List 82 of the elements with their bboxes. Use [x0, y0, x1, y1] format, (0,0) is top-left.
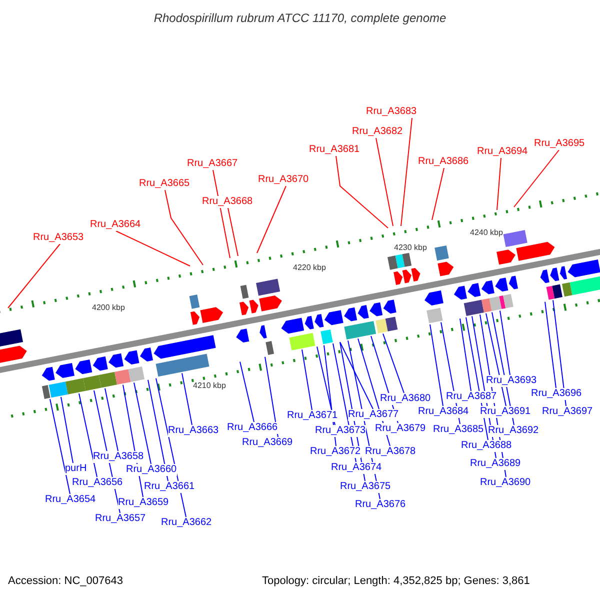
gene-label: Rru_A3657	[95, 513, 146, 525]
gene-label: Rru_A3682	[352, 126, 403, 138]
gene-label: Rru_A3656	[72, 477, 123, 489]
leader-line	[430, 324, 444, 406]
leader-line	[400, 118, 412, 226]
gene-label: Rru_A3659	[118, 497, 169, 509]
gene-label: Rru_A3654	[45, 494, 96, 506]
leader-line	[104, 388, 118, 452]
leader-line	[432, 168, 444, 220]
leader-line	[182, 372, 192, 426]
scale-label: 4210 kbp	[193, 381, 226, 391]
gene-label: Rru_A3681	[309, 144, 360, 156]
leader-line	[50, 398, 70, 494]
leader-line	[148, 379, 168, 482]
gene-label: Rru_A3668	[202, 196, 253, 208]
leader-line	[212, 170, 230, 258]
gene-label: Rru_A3685	[433, 424, 484, 436]
leader-line	[552, 300, 566, 406]
gene-label: Rru_A3661	[144, 481, 195, 493]
gene-label: Rru_A3694	[477, 146, 528, 158]
gene-label: Rru_A3662	[161, 517, 212, 529]
gene-label: Rru_A3665	[139, 178, 190, 190]
leader-line	[78, 392, 98, 478]
footer-text: Accession: NC_007643	[8, 575, 123, 587]
title: Rhodospirillum rubrum ATCC 11170, complete genome	[152, 11, 448, 25]
gene-label: Rru_A3667	[187, 158, 238, 170]
gene-label: Rru_A3672	[310, 446, 361, 458]
leader-line	[60, 396, 74, 464]
leader-line	[228, 208, 238, 256]
gene-label: Rru_A3696	[531, 388, 582, 400]
gene-label: Rru_A3676	[355, 499, 406, 511]
gene-label: Rru_A3666	[227, 422, 278, 434]
leader-line	[116, 230, 190, 266]
gene-label: Rru_A3692	[488, 425, 539, 437]
leader-line	[340, 342, 374, 410]
leader-line	[382, 333, 404, 394]
leader-line	[336, 156, 388, 228]
gene-label: Rru_A3678	[365, 446, 416, 458]
gene-label: Rru_A3670	[258, 174, 309, 186]
leader-line	[500, 310, 510, 376]
scale-label: 4230 kbp	[394, 243, 427, 253]
leader-line	[134, 382, 152, 464]
leader-line	[460, 318, 472, 392]
gene-label: Rru_A3688	[461, 440, 512, 452]
gene-label: Rru_A3664	[90, 219, 141, 231]
gene-label: Rru_A3691	[480, 406, 531, 418]
gene-label: Rru_A3674	[331, 462, 382, 474]
scale-label: 4220 kbp	[293, 263, 326, 273]
leader-line	[486, 312, 506, 406]
gene-label: Rru_A3658	[93, 451, 144, 463]
leader-line	[8, 244, 60, 308]
gene-label: Rru_A3653	[33, 232, 84, 244]
scale-label: 4200 kbp	[92, 303, 125, 313]
gene-label: Rru_A3683	[366, 106, 417, 118]
gene-label: Rru_A3680	[380, 393, 431, 405]
gene-label: Rru_A3686	[418, 156, 469, 168]
leader-line	[514, 150, 560, 208]
gene-label: purH	[65, 463, 87, 475]
leader-line	[164, 190, 204, 266]
gene-label: Rru_A3677	[348, 409, 399, 421]
scale-label: 4240 kbp	[470, 228, 503, 238]
gene-label: Rru_A3689	[470, 458, 521, 470]
gene-label: Rru_A3675	[340, 481, 391, 493]
gene-label: Rru_A3660	[126, 464, 177, 476]
gene-label: Rru_A3663	[168, 425, 219, 437]
leader-line	[240, 361, 254, 422]
gene-label: Rru_A3697	[542, 406, 593, 418]
gene-label: Rru_A3669	[242, 437, 293, 449]
leader-line	[256, 186, 286, 254]
gene-label: Rru_A3671	[287, 410, 338, 422]
leader-line	[302, 349, 312, 410]
gene-label: Rru_A3687	[446, 391, 497, 403]
footer-text: Topology: circular; Length: 4,352,825 bp; Genes: 3,861	[262, 575, 530, 587]
gene-label: Rru_A3679	[375, 423, 426, 435]
leader-line	[496, 158, 502, 210]
gene-label: Rru_A3673	[315, 425, 366, 437]
gene-label: Rru_A3684	[418, 406, 469, 418]
gene-label: Rru_A3693	[486, 375, 537, 387]
gene-label: Rru_A3690	[480, 477, 531, 489]
leader-line	[544, 301, 556, 388]
leader-line	[376, 138, 394, 226]
gene-label: Rru_A3695	[534, 138, 585, 150]
